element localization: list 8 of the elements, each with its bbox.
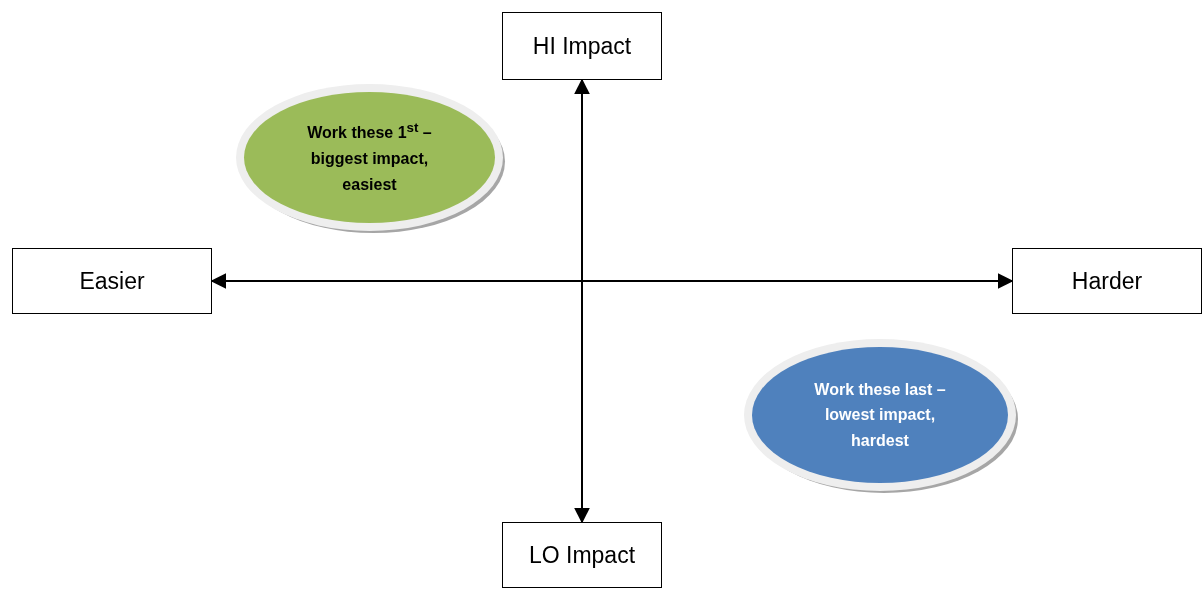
axis-label-box: LO Impact bbox=[502, 522, 662, 588]
ellipse-text: Work these last – lowest impact, hardest bbox=[813, 379, 947, 451]
axis-label-box: Harder bbox=[1012, 248, 1202, 314]
double-arrow bbox=[210, 273, 1014, 289]
axis-label-box: Easier bbox=[12, 248, 212, 314]
double-arrow bbox=[574, 78, 590, 524]
ellipse-text: Work these 1$^{st}$ – biggest impact, easiest bbox=[306, 119, 433, 195]
axis-label-box: HI Impact bbox=[502, 12, 662, 80]
